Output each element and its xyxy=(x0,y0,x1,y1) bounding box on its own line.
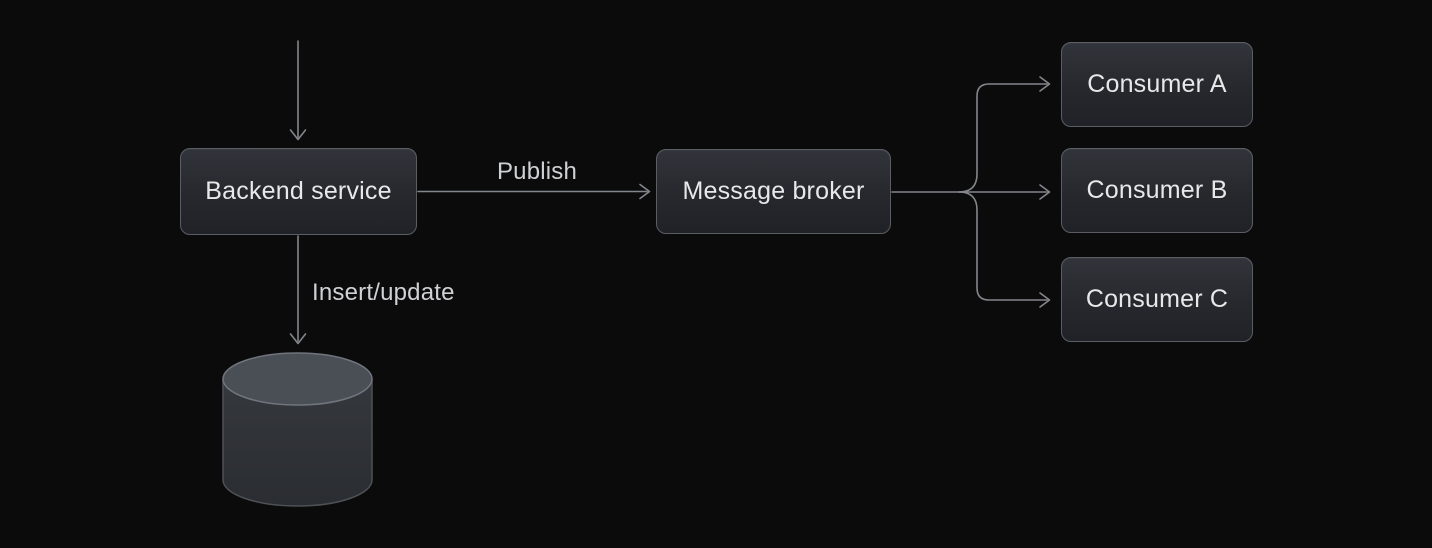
edge-broker-to-consumer-c xyxy=(958,191,1051,308)
node-consumer-b: Consumer B xyxy=(1061,148,1253,233)
edge-backend-to-broker xyxy=(417,183,651,200)
database-cylinder xyxy=(222,352,373,507)
node-message-broker-label: Message broker xyxy=(682,177,865,205)
edge-broker-to-consumer-b xyxy=(891,184,1051,200)
node-consumer-a-label: Consumer A xyxy=(1087,70,1227,98)
node-consumer-c: Consumer C xyxy=(1061,257,1253,342)
node-consumer-c-label: Consumer C xyxy=(1085,285,1229,313)
node-backend-service: Backend service xyxy=(180,148,417,235)
node-consumer-b-label: Consumer B xyxy=(1086,176,1228,204)
edge-external-to-backend xyxy=(289,40,307,141)
edge-backend-to-database xyxy=(289,235,307,345)
edge-label-insert-update: Insert/update xyxy=(312,279,455,306)
node-message-broker: Message broker xyxy=(656,149,891,234)
edge-broker-to-consumer-a xyxy=(958,76,1051,193)
edge-label-publish: Publish xyxy=(496,158,578,185)
cylinder-top xyxy=(222,352,373,406)
node-consumer-a: Consumer A xyxy=(1061,42,1253,127)
node-backend-service-label: Backend service xyxy=(205,177,392,205)
